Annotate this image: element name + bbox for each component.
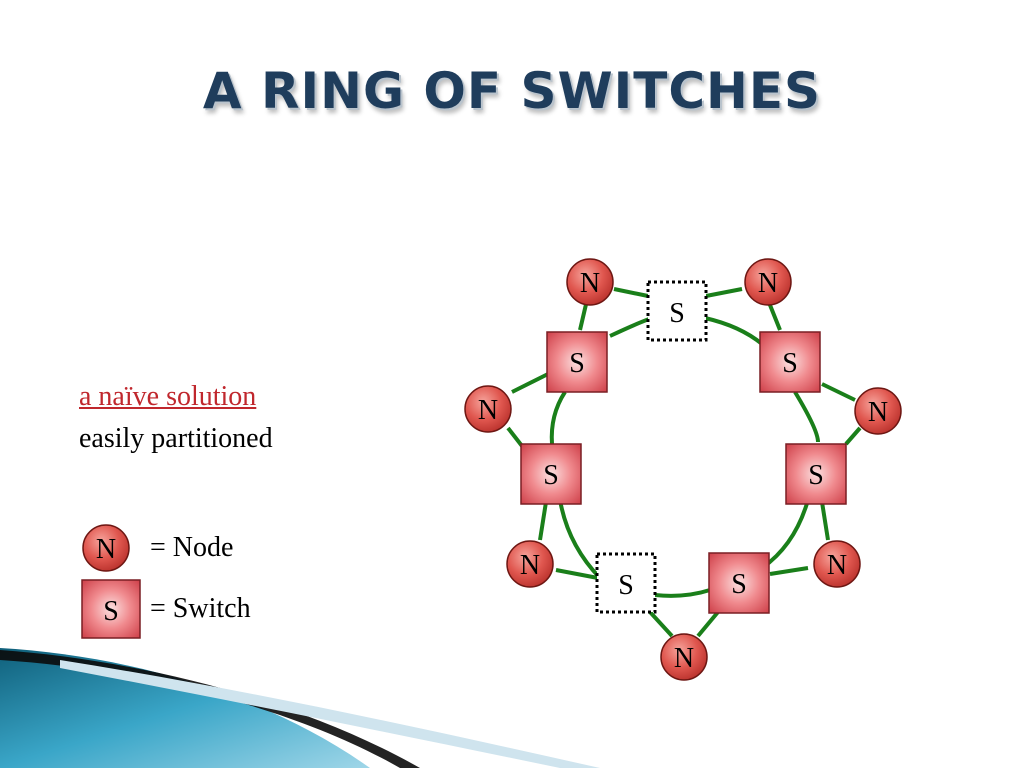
legend-switch-symbol: S: [81, 579, 141, 639]
ring-links: [506, 287, 862, 638]
legend-node-symbol: N: [82, 524, 130, 572]
ring-link: [704, 316, 764, 346]
node: N: [660, 633, 708, 681]
legend-switch-label: = Switch: [150, 593, 251, 624]
svg-text:N: N: [580, 268, 600, 299]
switch: S: [759, 331, 821, 393]
svg-text:S: S: [569, 348, 585, 379]
partitioned-text: easily partitioned: [79, 423, 273, 454]
node: N: [744, 258, 792, 306]
node-link: [821, 382, 856, 402]
node: N: [506, 540, 554, 588]
node-link: [511, 372, 549, 394]
svg-text:N: N: [758, 268, 778, 299]
ring-link: [609, 316, 653, 338]
node: N: [854, 387, 902, 435]
node-link: [769, 566, 809, 576]
ring-link: [654, 588, 711, 598]
corner-decoration: [0, 648, 600, 768]
svg-text:N: N: [520, 550, 540, 581]
switch: S: [520, 443, 582, 505]
svg-text:N: N: [868, 397, 888, 428]
svg-text:N: N: [827, 550, 847, 581]
failed-switch: S: [646, 280, 708, 342]
node-link: [696, 610, 720, 638]
svg-text:S: S: [669, 298, 685, 329]
node: N: [566, 258, 614, 306]
node-link: [844, 426, 862, 446]
ring-link: [558, 499, 602, 580]
svg-text:S: S: [731, 569, 747, 600]
svg-text:N: N: [478, 395, 498, 426]
svg-text:N: N: [96, 534, 116, 565]
svg-text:S: S: [103, 596, 119, 627]
svg-text:S: S: [543, 460, 559, 491]
svg-text:S: S: [808, 460, 824, 491]
ring-link: [793, 390, 820, 443]
ring-link: [549, 390, 567, 445]
node-link: [648, 610, 674, 638]
svg-text:S: S: [782, 348, 798, 379]
node-link: [820, 501, 830, 541]
switch: S: [708, 552, 770, 614]
node-link: [506, 426, 524, 448]
node-link: [705, 287, 743, 298]
node-link: [555, 568, 599, 580]
slide-title: A RING OF SWITCHES: [202, 62, 822, 120]
failed-switch: S: [595, 552, 657, 614]
node-link: [613, 287, 649, 298]
switch: S: [785, 443, 847, 505]
text-block: a naïve solution easily partitioned: [79, 376, 273, 460]
naive-solution-text: a naïve solution: [79, 381, 257, 412]
node: N: [813, 540, 861, 588]
svg-text:S: S: [618, 570, 634, 601]
node-link: [538, 501, 548, 541]
node: N: [464, 385, 512, 433]
svg-text:N: N: [674, 643, 694, 674]
switch: S: [546, 331, 608, 393]
legend-node-label: = Node: [150, 532, 234, 563]
